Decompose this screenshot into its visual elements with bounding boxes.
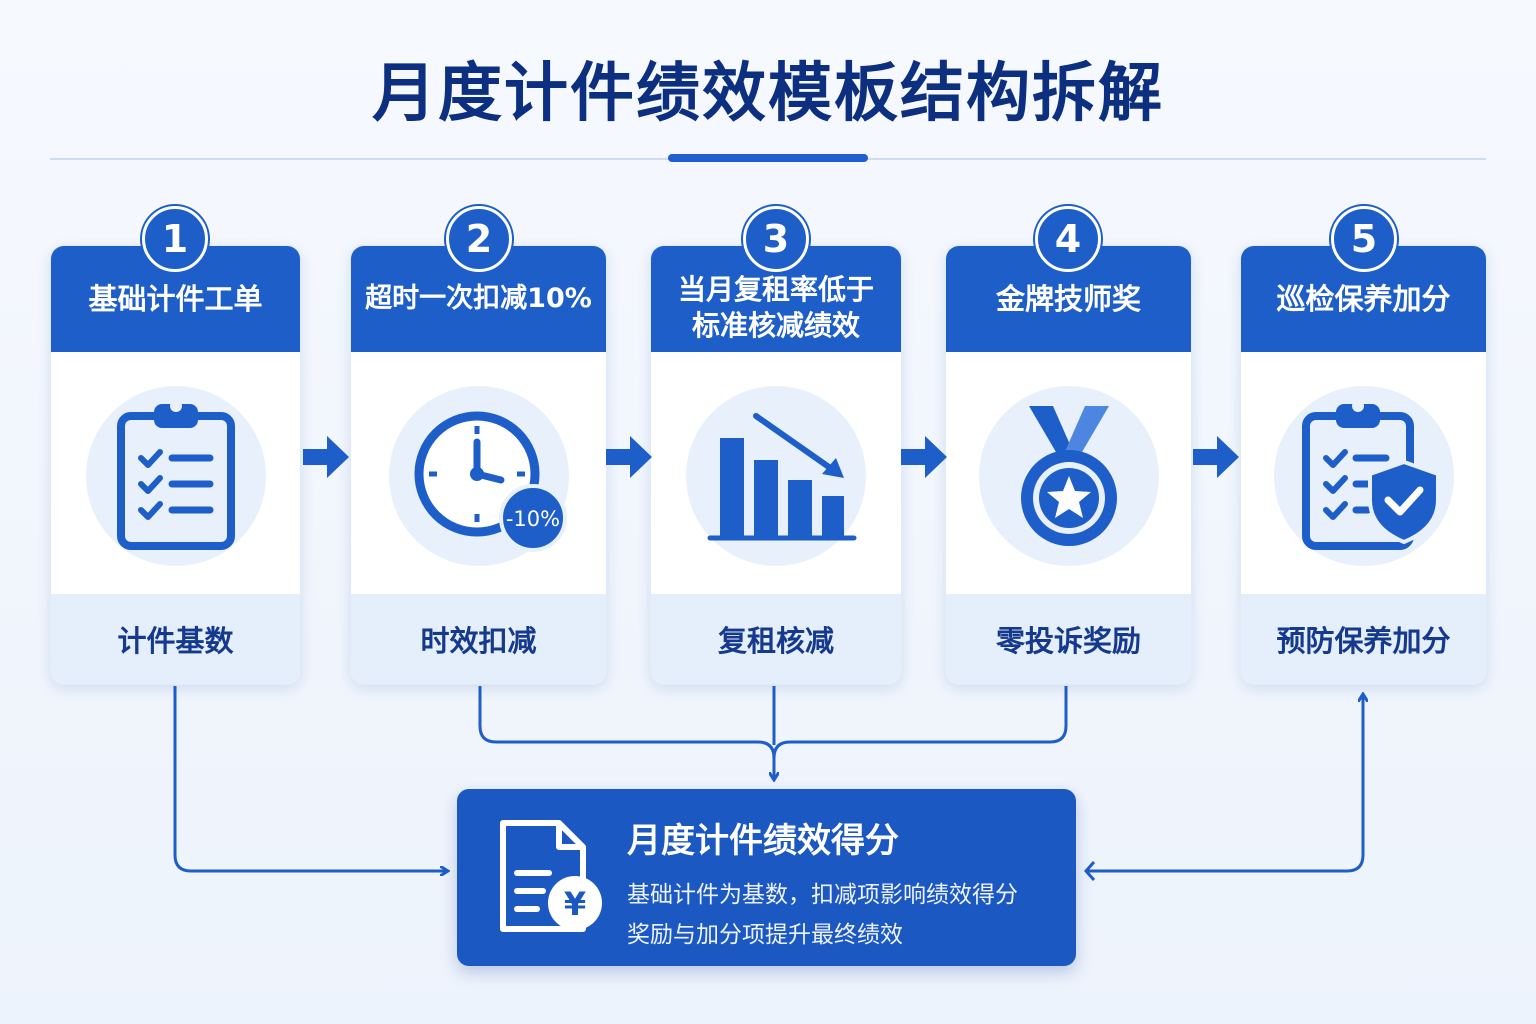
step-card-1: 基础计件工单 计件基数 bbox=[50, 245, 301, 685]
connector-summary-to-step5 bbox=[1088, 696, 1363, 873]
connector-step1-to-summary bbox=[173, 686, 446, 871]
step-card-1-header: 基础计件工单 bbox=[51, 246, 300, 352]
step-card-5-title: 巡检保养加分 bbox=[1276, 282, 1451, 316]
clipboard-checklist-icon bbox=[116, 400, 235, 550]
summary-line-2: 奖励与加分项提升最终绩效 bbox=[627, 922, 903, 948]
step-number-3: 3 bbox=[743, 206, 809, 272]
step-card-4-title: 金牌技师奖 bbox=[995, 282, 1141, 316]
step-card-2-footer: 时效扣减 bbox=[351, 594, 606, 684]
step-card-4: 金牌技师奖 零投诉奖励 bbox=[945, 245, 1192, 685]
step-card-4-icon-bg bbox=[978, 386, 1159, 566]
step-card-3-title-line-1: 当月复租率低于 bbox=[677, 273, 874, 306]
step-card-3-title-line-2: 标准核减绩效 bbox=[691, 309, 860, 342]
declining-bar-chart-icon bbox=[707, 413, 857, 541]
title-divider-accent bbox=[668, 154, 868, 162]
step-card-1-footer: 计件基数 bbox=[51, 594, 300, 684]
document-currency-icon: ¥ bbox=[500, 820, 602, 932]
step-card-1-title: 基础计件工单 bbox=[88, 282, 263, 316]
summary-box: ¥ 月度计件绩效得分 基础计件为基数，扣减项影响绩效得分 奖励与加分项提升最终绩… bbox=[457, 789, 1076, 966]
step-card-5-icon-bg bbox=[1273, 386, 1454, 566]
connector-step2-merge bbox=[478, 686, 774, 778]
step-card-1-icon-bg bbox=[85, 386, 266, 566]
step-number-2: 2 bbox=[446, 206, 512, 272]
arrow-right-icon bbox=[1193, 436, 1239, 478]
step-card-2-icon-bg: -10% bbox=[388, 386, 569, 566]
medal-star-icon bbox=[1020, 406, 1117, 546]
step-card-3: 当月复租率低于 标准核减绩效 复租核减 bbox=[650, 245, 902, 685]
step-card-2-title: 超时一次扣减10% bbox=[365, 283, 592, 314]
clipboard-shield-icon bbox=[1301, 400, 1440, 550]
deduction-badge-text: -10% bbox=[505, 507, 559, 531]
currency-symbol: ¥ bbox=[564, 885, 586, 923]
step-card-5-footer: 预防保养加分 bbox=[1241, 594, 1486, 684]
step-card-4-footer: 零投诉奖励 bbox=[946, 594, 1191, 684]
step-card-3-footer: 复租核减 bbox=[651, 594, 901, 684]
arrow-right-icon bbox=[303, 436, 349, 478]
arrow-right-icon bbox=[606, 436, 652, 478]
step-card-2: 超时一次扣减10% -10% 时效扣减 bbox=[350, 245, 607, 685]
step-number-5: 5 bbox=[1331, 206, 1397, 272]
step-number-1: 1 bbox=[142, 206, 208, 272]
arrow-right-icon bbox=[901, 436, 947, 478]
summary-line-1: 基础计件为基数，扣减项影响绩效得分 bbox=[627, 882, 1018, 908]
step-number-4: 4 bbox=[1035, 206, 1101, 272]
step-card-5: 巡检保养加分 预防保养加分 bbox=[1240, 245, 1487, 685]
clock-icon: -10% bbox=[414, 411, 567, 552]
step-card-3-icon-bg bbox=[686, 386, 866, 566]
connector-step4-merge bbox=[772, 686, 1068, 759]
summary-title: 月度计件绩效得分 bbox=[627, 821, 899, 861]
page-title: 月度计件绩效模板结构拆解 bbox=[372, 57, 1164, 131]
